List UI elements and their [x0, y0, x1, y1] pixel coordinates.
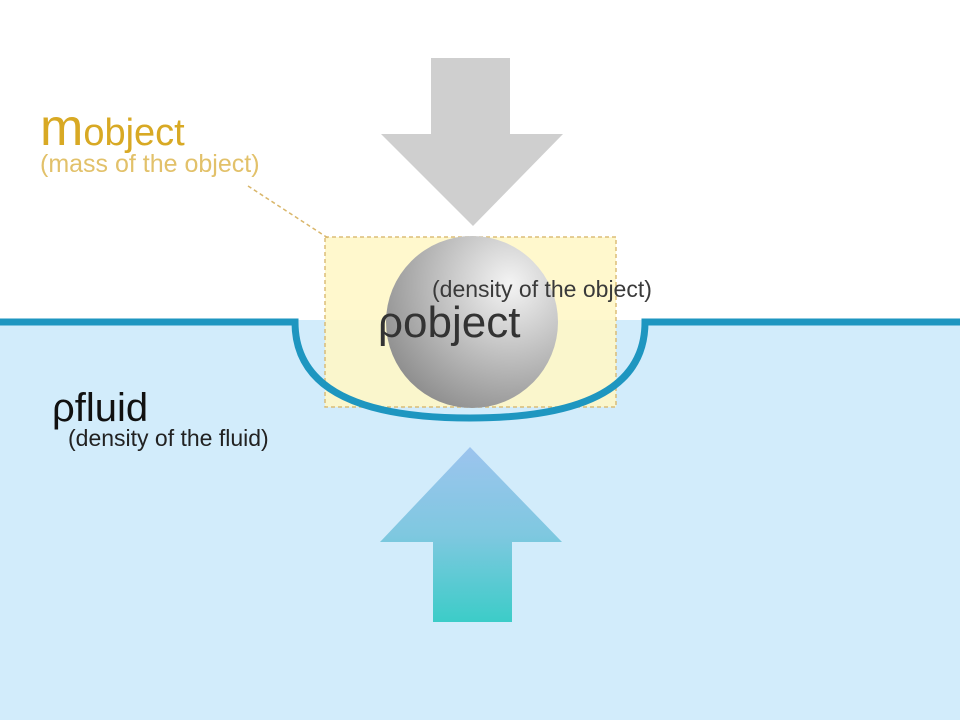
object-sphere: [386, 236, 558, 408]
fluid-density-label: ρfluid: [52, 386, 148, 430]
weight-arrow-down: [381, 58, 563, 226]
mass-symbol: m: [40, 99, 83, 157]
object-density-label: ρobject: [378, 298, 520, 347]
fluid-density-subscript: fluid: [75, 386, 148, 430]
fluid-density-symbol: ρ: [52, 386, 75, 430]
mass-caption: (mass of the object): [40, 150, 260, 178]
fluid-surface-line: [0, 318, 960, 422]
fluid-density-caption: (density of the fluid): [68, 425, 269, 451]
mass-leader-line: [247, 185, 329, 239]
object-density-caption: (density of the object): [432, 276, 652, 302]
buoyancy-arrow-up: [380, 447, 562, 622]
object-density-subscript: object: [403, 298, 520, 347]
object-density-symbol: ρ: [378, 298, 403, 347]
mass-label: mobject: [40, 99, 185, 157]
mass-subscript: object: [83, 112, 185, 154]
